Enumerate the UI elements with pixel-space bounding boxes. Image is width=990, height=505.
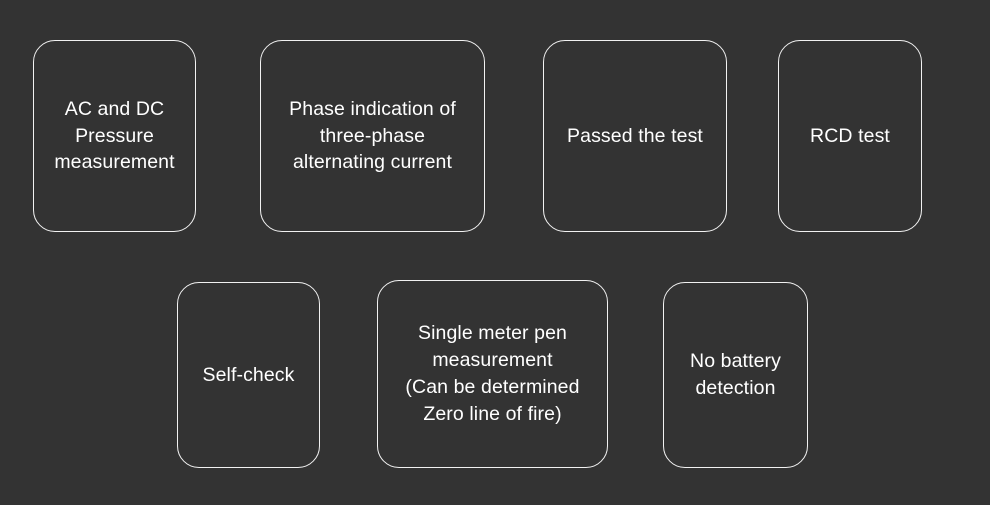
- feature-card-label: Passed the test: [567, 124, 703, 147]
- feature-card-label: AC and DC Pressure measurement: [54, 97, 175, 174]
- feature-card-no-battery-detection[interactable]: No battery detection: [663, 282, 808, 468]
- feature-card-rcd-test[interactable]: RCD test: [778, 40, 922, 232]
- feature-card-self-check[interactable]: Self-check: [177, 282, 320, 468]
- feature-card-label: Phase indication of three-phase alternat…: [289, 97, 456, 174]
- feature-card-label: Self-check: [202, 363, 295, 386]
- feature-card-label: No battery detection: [690, 350, 781, 399]
- feature-card-passed-the-test[interactable]: Passed the test: [543, 40, 727, 232]
- feature-card-ac-dc-pressure-measurement[interactable]: AC and DC Pressure measurement: [33, 40, 196, 232]
- feature-card-three-phase-indication[interactable]: Phase indication of three-phase alternat…: [260, 40, 485, 232]
- feature-card-label: Single meter pen measurement (Can be det…: [405, 322, 580, 425]
- feature-card-label: RCD test: [810, 124, 890, 147]
- feature-card-single-meter-pen-measurement[interactable]: Single meter pen measurement (Can be det…: [377, 280, 608, 468]
